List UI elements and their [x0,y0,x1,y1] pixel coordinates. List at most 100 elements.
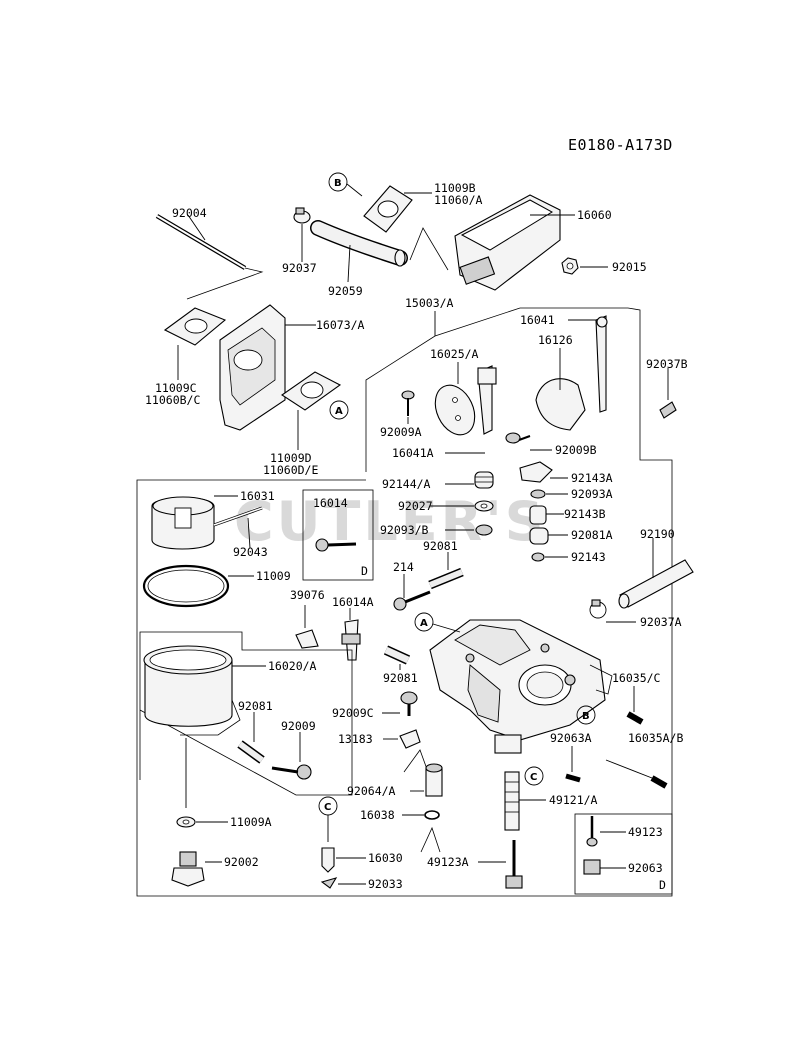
callout-a: A [329,400,349,420]
part-label: 92143 [571,550,606,564]
screw-16014a [341,619,361,661]
diagram-code: E0180-A173D [568,136,673,154]
part-label: 92081 [383,671,418,685]
pin-92190 [618,559,694,609]
svg-text:16014: 16014 [313,496,348,510]
throttle-shaft-16041a [477,365,497,435]
throttle-plate-16025a [434,384,476,436]
part-label: 92009C [332,706,374,720]
part-label: 16041A [392,446,434,460]
screw-16035ab [650,775,668,789]
part-label: 16025/A [430,347,479,361]
part-label: 11009 [256,569,291,583]
needle-16030 [321,847,335,873]
callout-c-body: C [524,766,544,786]
part-label: 92033 [368,877,403,891]
part-label: 92064/A [347,784,396,798]
callout-c-left: C [318,796,338,816]
svg-text:C: C [530,772,537,783]
air-horn-16060 [454,194,561,291]
part-label: 92009A [380,425,422,439]
plug-92002 [171,851,205,887]
part-label: 92143B [564,507,606,521]
part-label: 11009B [434,181,476,195]
callout-b: B [328,172,348,192]
part-label: 92190 [640,527,675,541]
part-label: 92037 [282,261,317,275]
clamp-92037 [293,207,311,224]
choke-plate-16126 [535,378,586,431]
part-label: 92043 [233,545,268,559]
part-label: 92063A [550,731,592,745]
part-label: 16060 [577,208,612,222]
inset-box-d-jets: 49123 92063 D [574,813,673,895]
part-label: 13183 [338,732,373,746]
part-label: 11009A [230,815,272,829]
gasket-11009b [363,185,413,233]
washer-92027 [474,500,494,512]
screw-92009a [401,390,415,416]
part-label: 92009 [281,719,316,733]
part-label: 16014A [332,595,374,609]
svg-text:A: A [420,618,428,629]
part-label: 92081A [571,528,613,542]
jet-holder-92064a [425,763,443,797]
part-label: 16041 [520,313,555,327]
svg-text:B: B [582,711,590,722]
stud-92004 [155,214,247,270]
watermark: CUTLER'S [234,490,547,553]
part-label: 92009B [555,443,597,457]
seal-92093a [530,489,546,499]
clip-92037a [589,599,607,619]
part-label: 92059 [328,284,363,298]
part-label: 16020/A [268,659,317,673]
washer-11009a [176,816,196,828]
part-label: 92143A [571,471,613,485]
part-label: 11060/A [434,193,483,207]
oring-16038 [424,810,440,820]
part-label: 39076 [290,588,325,602]
jet-49123a [505,840,523,889]
part-label: 49121/A [549,793,598,807]
choke-shaft-16041 [595,315,608,413]
float-bowl-16020a [143,645,241,736]
part-label: 92002 [224,855,259,869]
part-label: 92037A [640,615,682,629]
callout-a-body: A [414,612,434,632]
part-label: 16035A/B [628,731,683,745]
screw-92009c [400,691,418,716]
screw-214 [393,590,431,611]
carburetor-body [429,619,613,754]
spring-92144a [474,471,494,489]
part-label: 214 [393,560,414,574]
part-label: 16126 [538,333,573,347]
part-label: 92093/B [380,523,429,537]
nut-92015 [561,257,579,275]
part-label: 92037B [646,357,688,371]
part-label: 49123A [427,855,469,869]
gasket-11009d [281,371,342,411]
part-label: 16035/C [612,671,661,685]
clip-92033 [320,877,338,889]
hose-92059 [310,220,408,267]
float-16031 [151,496,215,550]
gasket-11009 [142,564,230,608]
svg-text:B: B [334,178,342,189]
gasket-11009c [163,307,227,346]
part-label: 92027 [398,499,433,513]
svg-text:C: C [324,802,331,813]
part-label: 92081 [423,539,458,553]
part-label: 92093A [571,487,613,501]
svg-text:D: D [361,564,368,578]
part-label: 16031 [240,489,275,503]
collar-92143 [531,552,545,562]
needle-39076 [295,629,319,649]
part-label: 16030 [368,851,403,865]
part-label: 92004 [172,206,207,220]
part-label: 11009C [155,381,197,395]
inset-box-d-16014: 16014 D [302,489,374,581]
screw-92063a [565,773,581,783]
spring-92143b [529,505,547,525]
part-label: 92015 [612,260,647,274]
